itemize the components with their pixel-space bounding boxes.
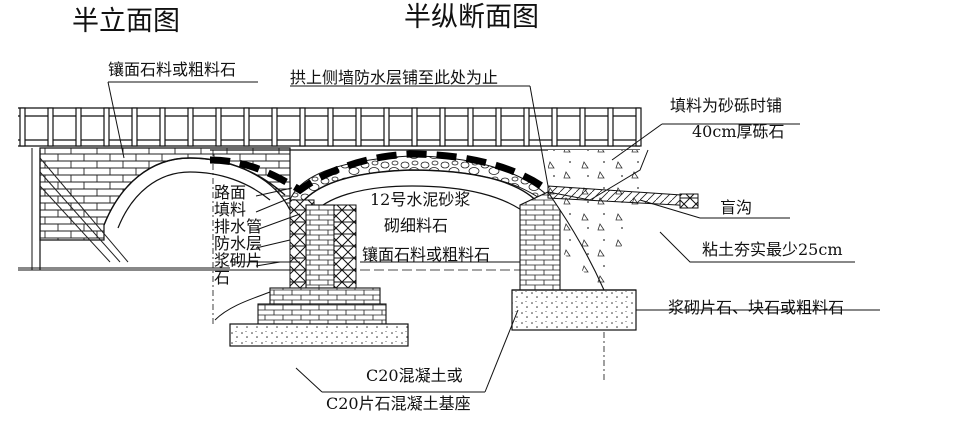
railing-post [495, 107, 502, 147]
railing-post [299, 107, 306, 147]
fine-stone-label: 砌细料石 [384, 216, 449, 235]
layer-fill: 填料 [214, 200, 247, 219]
base-label-line1: C20混凝土或 [366, 366, 463, 385]
railing-post [159, 107, 166, 147]
mortar-label: 12号水泥砂浆 [370, 190, 471, 209]
layer-rubble: 浆砌片石 [214, 251, 263, 287]
railing-post [47, 107, 54, 147]
base-label-line2: C20片石混凝土基座 [326, 394, 471, 413]
right-abutment [511, 149, 701, 331]
railing-post [607, 107, 614, 147]
river-bed [214, 261, 520, 321]
railing-post [243, 107, 250, 147]
ring-stone-label: 镶面石料或粗料石 [108, 60, 237, 79]
layer-drain-pipe: 排水管 [214, 217, 263, 236]
clay-label: 粘土夯实最少25cm [702, 240, 843, 259]
fill-note-line1: 填料为砂砾时铺 [670, 96, 783, 115]
railing-post [635, 107, 642, 147]
railing-post [271, 107, 278, 147]
railing-post [131, 107, 138, 147]
leader-lines [107, 81, 880, 393]
railing-post [551, 107, 558, 147]
half-elevation-title: 半立面图 [72, 6, 180, 37]
half-section-title: 半纵断面图 [404, 2, 539, 33]
railing-post [75, 107, 82, 147]
left-pier [229, 199, 409, 347]
railing-post [411, 107, 418, 147]
fill-note-line2: 40cm厚砾石 [692, 122, 785, 141]
layer-waterproof: 防水层 [214, 234, 263, 253]
railing-post [187, 107, 194, 147]
layer-list: 路面 填料 排水管 防水层 浆砌片石 [214, 184, 266, 286]
main-arch [209, 149, 648, 290]
railing-post [103, 107, 110, 147]
rubble-label: 浆砌片石、块石或粗料石 [668, 298, 845, 317]
railing-post [467, 107, 474, 147]
railing-post [439, 107, 446, 147]
railing-post [523, 107, 530, 147]
ring-stone-label-2: 镶面石料或粗料石 [362, 245, 491, 264]
half-elevation [18, 147, 300, 271]
railing-post [327, 107, 334, 147]
layer-pavement: 路面 [214, 183, 247, 202]
railing-post [215, 107, 222, 147]
railing-post [19, 107, 26, 147]
railing-post [383, 107, 390, 147]
railing [18, 107, 642, 147]
waterproof-note-label: 拱上侧墙防水层铺至此处为止 [290, 68, 499, 87]
railing-post [355, 107, 362, 147]
ditch-label: 盲沟 [720, 198, 753, 217]
railing-post [579, 107, 586, 147]
